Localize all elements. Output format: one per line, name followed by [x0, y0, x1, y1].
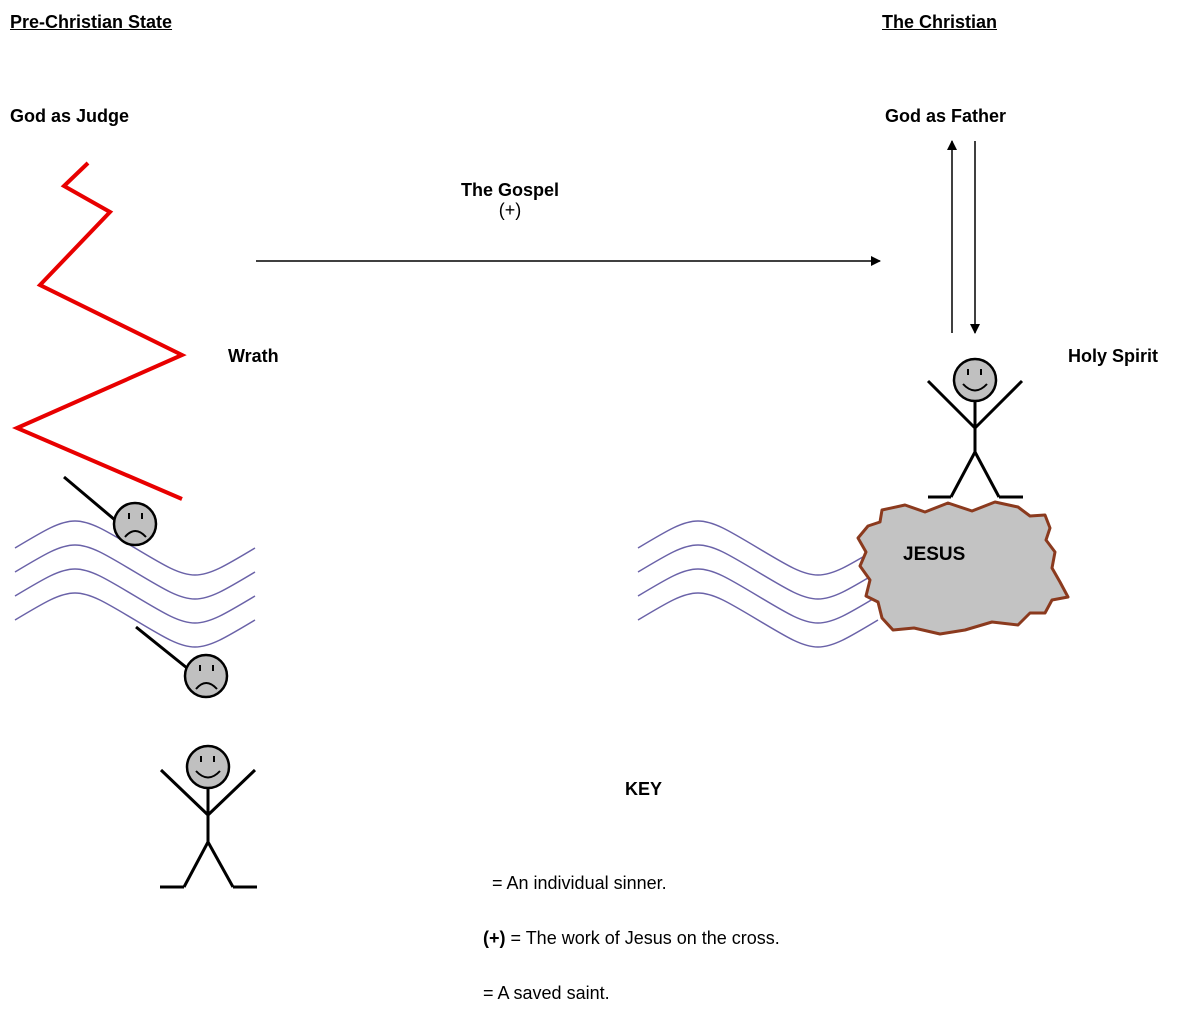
key-item-saint: = A saved saint.	[483, 982, 610, 1004]
saint-leg-right	[973, 451, 1001, 498]
drowning-sinner-lower	[135, 625, 229, 699]
sinner-lower-arm	[135, 625, 188, 670]
heading-pre-christian-state: Pre-Christian State	[10, 12, 173, 32]
saint-figure	[159, 768, 257, 889]
wrath-lightning	[11, 161, 187, 501]
key-item-cross: (+) = The work of Jesus on the cross.	[483, 927, 780, 949]
left-wave-2	[14, 544, 256, 600]
sad-face-mouth	[124, 530, 147, 538]
saint-leg-left	[949, 451, 977, 498]
sad-face-icon	[112, 501, 158, 547]
saint-key-leg-left	[182, 841, 210, 888]
saint-arm-left	[926, 379, 977, 430]
rock-jesus-label: JESUS	[903, 544, 965, 565]
sad-face-mouth	[195, 682, 218, 690]
sinner-upper-arm	[63, 475, 116, 522]
left-wave-1	[14, 520, 256, 576]
saint-key-arm-right	[206, 768, 257, 817]
right-waves	[637, 520, 879, 648]
key-item-saint-text: = A saved saint.	[483, 983, 610, 1003]
left-wave-3	[14, 568, 256, 624]
key-item-sinner-text: = An individual sinner.	[492, 873, 667, 893]
label-wrath: Wrath	[228, 346, 279, 366]
label-holy-spirit: Holy Spirit	[1068, 346, 1159, 366]
key-item-sinner: = An individual sinner.	[492, 872, 667, 894]
heading-the-christian: The Christian	[882, 12, 998, 32]
saint-key-leg-right	[206, 841, 235, 888]
key-title: KEY	[625, 779, 663, 799]
right-wave-2	[637, 544, 879, 600]
left-wave-4	[14, 592, 256, 648]
saint-key-arm-left	[159, 768, 210, 817]
smiley-face-icon	[185, 744, 231, 790]
saint-on-rock	[926, 379, 1024, 499]
key-item-cross-text: = The work of Jesus on the cross.	[505, 928, 780, 948]
saint-arm-right	[973, 379, 1024, 430]
left-waves	[14, 520, 256, 648]
right-wave-4	[637, 592, 879, 648]
label-god-as-judge: God as Judge	[10, 106, 130, 126]
label-the-gospel: The Gospel	[460, 180, 559, 200]
drowning-sinner-upper	[63, 475, 158, 547]
label-god-as-father: God as Father	[885, 106, 1007, 126]
key-item-cross-symbol: (+)	[483, 928, 506, 948]
label-gospel-cross-symbol: (+)	[498, 200, 522, 220]
smiley-face-icon	[952, 357, 998, 403]
sad-face-icon	[183, 653, 229, 699]
right-wave-3	[637, 568, 879, 624]
right-wave-1	[637, 520, 879, 576]
rock-jesus	[856, 500, 1070, 636]
